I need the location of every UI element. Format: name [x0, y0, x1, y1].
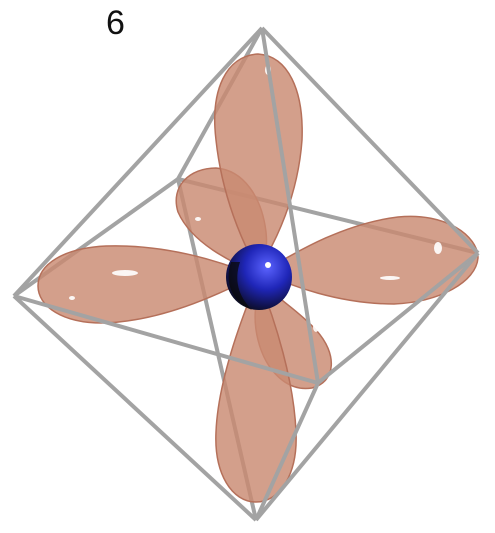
highlight-left-tip	[69, 296, 75, 300]
central-metal-atom	[226, 244, 292, 310]
highlight-left-lobe	[112, 270, 138, 276]
highlight-right-lobe	[434, 242, 442, 254]
highlight-right-lobe-lower	[380, 276, 400, 280]
highlight-back-lobe	[195, 217, 201, 221]
highlight-front-lobe	[313, 322, 319, 332]
atom-highlight	[265, 262, 271, 268]
panel-label: 6	[106, 6, 125, 40]
